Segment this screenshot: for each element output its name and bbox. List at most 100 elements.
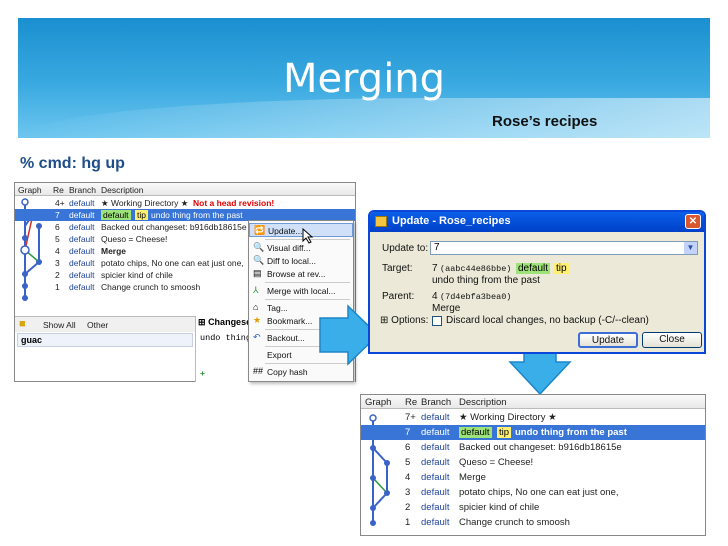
- dialog-title: Update - Rose_recipes: [392, 215, 511, 227]
- log-row[interactable]: 7+ default ★ Working Directory ★: [361, 410, 705, 425]
- col-rev[interactable]: Re: [405, 397, 418, 408]
- update-button[interactable]: Update: [578, 332, 638, 348]
- log-row-selected[interactable]: 7 default default tip undo thing from th…: [15, 209, 355, 221]
- log-row[interactable]: 1 default Change crunch to smoosh: [361, 515, 705, 530]
- parent-label: Parent:: [382, 291, 415, 302]
- command-label: % cmd: hg up: [20, 155, 125, 172]
- menu-item-browse-at-rev[interactable]: ▤Browse at rev...: [249, 267, 353, 281]
- log-row[interactable]: 4 default Merge: [15, 245, 355, 257]
- target-description: undo thing from the past: [432, 275, 540, 286]
- col-graph[interactable]: Graph: [365, 397, 392, 408]
- menu-separator: [265, 363, 350, 364]
- rev-cell: 7: [55, 210, 60, 220]
- branch-cell: default: [69, 198, 95, 208]
- log-row[interactable]: 5 default Queso = Cheese!: [15, 233, 355, 245]
- close-button[interactable]: Close: [642, 332, 702, 348]
- menu-item-backout[interactable]: ↶Backout...: [249, 331, 353, 345]
- branch-cell: default: [69, 270, 95, 280]
- branch-cell: default: [421, 427, 450, 438]
- desc-cell: potato chips, No one can eat just one,: [101, 258, 244, 268]
- desc-cell: spicier kind of chile: [101, 270, 173, 280]
- menu-item-copy-hash[interactable]: ##Copy hash: [249, 365, 353, 379]
- star-icon: ★: [253, 315, 262, 325]
- expand-icon[interactable]: ⊞: [380, 315, 389, 326]
- parent-hash: (7d4ebfa3bea0): [440, 292, 512, 302]
- menu-label: Backout...: [267, 333, 305, 343]
- repo-name: guac: [21, 335, 43, 345]
- show-all-tab[interactable]: Show All: [43, 320, 76, 330]
- hash-icon: ##: [253, 366, 264, 376]
- log-row[interactable]: 2 default spicier kind of chile: [361, 500, 705, 515]
- result-log-panel: Graph Re Branch Description 7+ default ★…: [360, 394, 706, 536]
- rev-cell: 4: [55, 246, 60, 256]
- log-row-selected[interactable]: 7 default default tip undo thing from th…: [361, 425, 705, 440]
- slide-subtitle: Rose’s recipes: [492, 113, 598, 130]
- menu-label: Bookmark...: [267, 316, 313, 326]
- menu-label: Update...: [268, 226, 303, 236]
- update-icon: 🔁: [254, 225, 266, 235]
- update-to-select[interactable]: 7 ▼: [430, 241, 698, 255]
- other-tab[interactable]: Other: [87, 320, 109, 330]
- target-tip-tag: tip: [554, 263, 569, 274]
- desc-cell: Queso = Cheese!: [459, 457, 534, 468]
- folder-icon[interactable]: ■: [19, 318, 26, 330]
- rev-cell: 2: [55, 270, 60, 280]
- changeset-label-text: Changeset:: [208, 317, 258, 327]
- add-icon[interactable]: +: [200, 368, 205, 378]
- tag-icon: ⌂: [253, 302, 259, 312]
- menu-label: Tag...: [267, 303, 288, 313]
- col-branch[interactable]: Branch: [69, 185, 96, 195]
- log-row[interactable]: 3 default potato chips, No one can eat j…: [361, 485, 705, 500]
- rev-cell: 6: [405, 442, 411, 453]
- desc-cell: Merge: [459, 472, 486, 483]
- document-icon: ▤: [253, 268, 262, 278]
- repo-item[interactable]: guac: [17, 333, 193, 347]
- desc-cell: potato chips, No one can eat just one,: [459, 487, 619, 498]
- changeset-label: ⊞ Changeset:: [198, 317, 257, 328]
- log-row[interactable]: 4 default Merge: [361, 470, 705, 485]
- menu-separator: [265, 299, 350, 300]
- options-label: ⊞ Options:: [380, 315, 428, 326]
- menu-item-tag[interactable]: ⌂ Tag...: [249, 301, 353, 315]
- branch-cell: default: [69, 222, 95, 232]
- branch-cell: default: [421, 517, 450, 528]
- col-description[interactable]: Description: [101, 185, 144, 195]
- menu-item-update[interactable]: 🔁Update...: [249, 223, 353, 237]
- log-row[interactable]: 6 default Backed out changeset: b916db18…: [361, 440, 705, 455]
- rev-cell: 2: [405, 502, 411, 513]
- target-rev: 7: [432, 263, 438, 274]
- discard-changes-checkbox[interactable]: [432, 316, 442, 326]
- branch-cell: default: [421, 412, 450, 423]
- menu-label: Copy hash: [267, 367, 308, 377]
- discard-changes-label: Discard local changes, no backup (-C/--c…: [446, 315, 649, 326]
- update-to-label: Update to:: [382, 243, 429, 254]
- rev-cell: 1: [55, 282, 60, 292]
- menu-item-visual-diff[interactable]: 🔍Visual diff...: [249, 241, 353, 255]
- log-row[interactable]: 4+ default ★ Working Directory ★ Not a h…: [15, 197, 355, 209]
- menu-label: Merge with local...: [267, 286, 336, 296]
- update-to-value: 7: [434, 242, 440, 253]
- menu-item-bookmark[interactable]: ★ Bookmark...: [249, 314, 353, 328]
- col-graph[interactable]: Graph: [18, 185, 42, 195]
- expand-icon[interactable]: ⊞: [198, 317, 206, 327]
- log-row[interactable]: 6 default Backed out changeset: b916db18…: [15, 221, 355, 233]
- col-rev[interactable]: Re: [53, 185, 64, 195]
- log-row[interactable]: 5 default Queso = Cheese!: [361, 455, 705, 470]
- menu-item-export[interactable]: Export: [249, 348, 353, 362]
- desc-cell: Backed out changeset: b916db18615e: [459, 442, 622, 453]
- menu-item-merge-with-local[interactable]: ⅄Merge with local...: [249, 284, 353, 298]
- target-label: Target:: [382, 263, 413, 274]
- close-icon[interactable]: ✕: [685, 214, 701, 229]
- log-row[interactable]: 2 default spicier kind of chile: [15, 269, 355, 281]
- log-row[interactable]: 1 default Change crunch to smoosh: [15, 281, 355, 293]
- col-branch[interactable]: Branch: [421, 397, 452, 408]
- log-row[interactable]: 3 default potato chips, No one can eat j…: [15, 257, 355, 269]
- rev-cell: 4: [405, 472, 411, 483]
- rev-cell: 7: [405, 427, 411, 438]
- col-description[interactable]: Description: [459, 397, 507, 408]
- menu-label: Visual diff...: [267, 243, 311, 253]
- menu-item-diff-to-local[interactable]: 🔍Diff to local...: [249, 254, 353, 268]
- chevron-down-icon[interactable]: ▼: [684, 242, 697, 254]
- target-hash: (aabc44e86bbe): [440, 264, 512, 274]
- target-branch-tag: default: [516, 263, 551, 274]
